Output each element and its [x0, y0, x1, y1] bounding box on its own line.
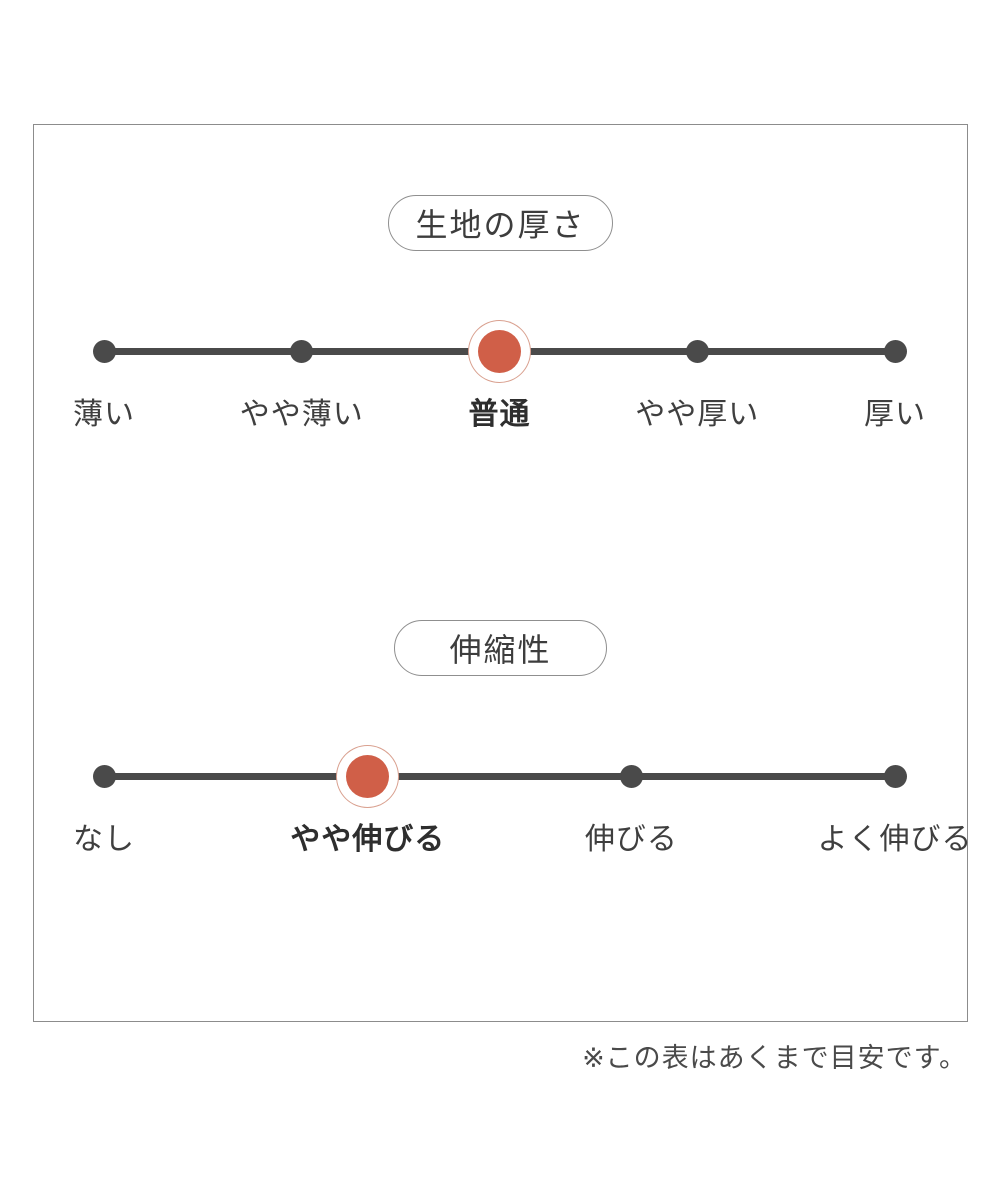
scale-dot-thickness-4[interactable] — [685, 339, 709, 363]
scale-inner-stretch — [92, 744, 907, 808]
scale-dot-stretch-1[interactable] — [92, 764, 116, 788]
scale-labels-stretch: なし やや伸びる 伸びる よく伸びる — [34, 818, 972, 870]
section-header-wrap-stretch: 伸縮性 — [34, 620, 967, 676]
scale-dot-stretch-4[interactable] — [883, 764, 907, 788]
scale-label-thickness-1: 薄い — [73, 398, 135, 431]
scale-label-stretch-4: よく伸びる — [817, 823, 973, 856]
scale-label-stretch-3: 伸びる — [584, 823, 678, 856]
scale-dot-thickness-5[interactable] — [883, 339, 907, 363]
footnote-disclaimer: ※この表はあくまで目安です。 — [582, 1043, 967, 1073]
scale-dot-thickness-3-active[interactable] — [478, 329, 521, 373]
section-title-thickness: 生地の厚さ — [388, 195, 613, 251]
scale-dot-thickness-2[interactable] — [290, 339, 314, 363]
scale-label-stretch-1: なし — [73, 823, 135, 856]
scale-dot-stretch-2-active[interactable] — [346, 754, 390, 798]
scale-track-stretch — [104, 772, 895, 780]
scale-labels-inner-stretch: なし やや伸びる 伸びる よく伸びる — [73, 818, 972, 870]
section-fabric-thickness: 生地の厚さ 薄い やや薄い 普通 やや厚い 厚い — [34, 195, 967, 445]
section-stretchiness: 伸縮性 なし やや伸びる 伸びる よく伸びる — [34, 620, 972, 870]
scale-label-thickness-5: 厚い — [864, 398, 926, 431]
scale-inner-thickness — [92, 319, 907, 383]
scale-label-thickness-2: やや薄い — [239, 398, 364, 431]
scale-label-thickness-4: やや厚い — [635, 398, 760, 431]
section-title-stretch: 伸縮性 — [394, 620, 607, 676]
scale-dot-stretch-3[interactable] — [619, 764, 643, 788]
spec-panel: 生地の厚さ 薄い やや薄い 普通 やや厚い 厚い 伸縮性 — [33, 124, 972, 1022]
scale-thickness[interactable] — [34, 319, 967, 383]
scale-label-thickness-3-active: 普通 — [468, 398, 531, 431]
scale-stretch[interactable] — [34, 744, 967, 808]
scale-label-stretch-2-active: やや伸びる — [290, 823, 446, 856]
scale-labels-inner-thickness: 薄い やや薄い 普通 やや厚い 厚い — [73, 393, 925, 445]
scale-labels-thickness: 薄い やや薄い 普通 やや厚い 厚い — [34, 393, 967, 445]
scale-dot-thickness-1[interactable] — [92, 339, 116, 363]
section-header-wrap-thickness: 生地の厚さ — [34, 195, 967, 251]
